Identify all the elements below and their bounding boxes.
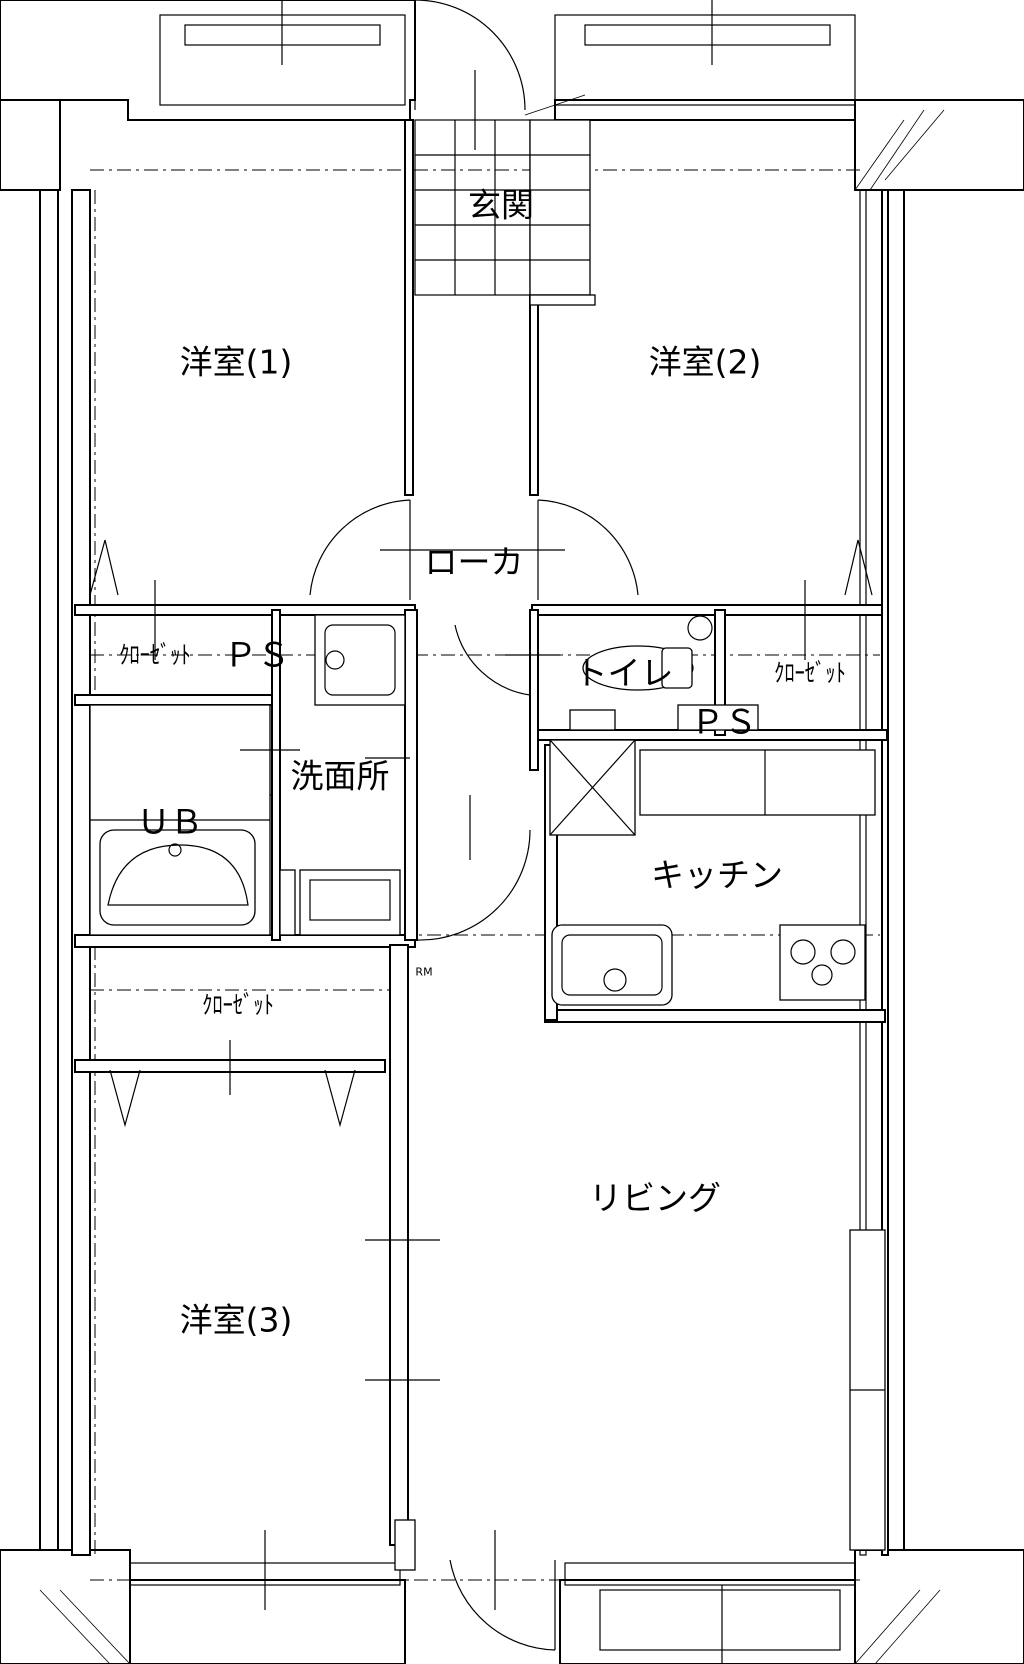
toilet-fixtures: [569, 615, 759, 731]
room-label-unit-bath: ＵＢ: [137, 802, 203, 842]
bath-fixtures: [89, 614, 406, 936]
interior-walls: [71, 119, 889, 1556]
room-label-western-room-3: 洋室(3): [179, 1300, 293, 1340]
entrance-frame: [414, 119, 596, 306]
room-label-pipe-space-right: ＰＳ: [691, 702, 757, 742]
living-cabinet: [394, 1229, 886, 1571]
room-label-western-room-2: 洋室(2): [648, 342, 762, 382]
room-label-toilet: トイレ: [574, 653, 674, 693]
room-label-kitchen: キッチン: [651, 855, 783, 895]
room-label-closet-left: ｸﾛｰｾﾞｯﾄ: [119, 640, 191, 670]
closet-doors: [89, 539, 873, 1128]
room-label-hallway: ローカ: [424, 542, 524, 582]
dimension-markers: [154, 70, 806, 1610]
room-label-entrance: 玄関: [468, 185, 534, 225]
room-label-living: リビング: [589, 1178, 721, 1218]
room-label-closet-right: ｸﾛｰｾﾞｯﾄ: [774, 658, 846, 688]
room-label-western-room-1: 洋室(1): [179, 342, 293, 382]
wall-hatching: [39, 94, 945, 1664]
room-label-closet-middle: ｸﾛｰｾﾞｯﾄ: [202, 990, 274, 1020]
room-label-washroom: 洗面所: [290, 756, 390, 796]
refrigerator-mark: RM: [415, 965, 433, 979]
kitchen-fixtures: [549, 739, 876, 1006]
room-label-pipe-space-left: ＰＳ: [224, 635, 290, 675]
